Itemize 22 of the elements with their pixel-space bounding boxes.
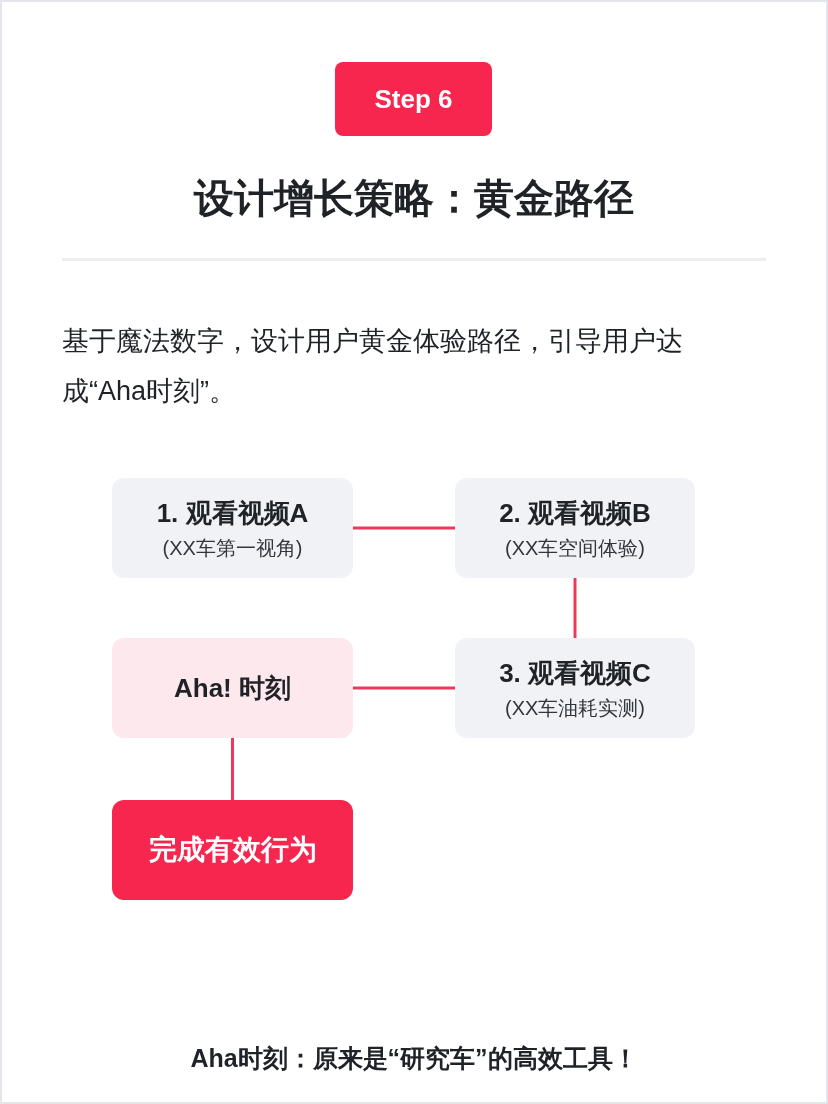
step-box (455, 478, 695, 578)
node-subtitle: (XX车空间体验) (505, 535, 645, 561)
node-subtitle: (XX车第一视角) (162, 535, 303, 561)
connector-line (231, 738, 234, 800)
intro-paragraph: 基于魔法数字，设计用户黄金体验路径，引导用户达成“Aha时刻”。 (62, 325, 684, 408)
step-box (455, 638, 695, 738)
node-subtitle: (XX车油耗实测) (505, 695, 645, 721)
title: 设计增长策略：黄金路径 (192, 175, 635, 222)
node-title: 完成有效行为 (148, 833, 317, 867)
footer-note: Aha时刻：原来是“研究车”的高效工具！ (189, 1043, 639, 1074)
aha-box (112, 638, 353, 738)
node-title: Aha! 时刻 (174, 671, 291, 705)
node-title: Step 6 (374, 82, 453, 116)
step-badge (335, 62, 492, 136)
connector-line (353, 686, 455, 690)
node-title: 3. 观看视频C (499, 656, 651, 690)
node-title: 1. 观看视频A (156, 496, 309, 530)
goal-box (112, 800, 353, 900)
node-title: 2. 观看视频B (499, 496, 651, 530)
step-box (112, 478, 353, 578)
connector-line (573, 578, 577, 638)
connector-line (353, 526, 455, 530)
